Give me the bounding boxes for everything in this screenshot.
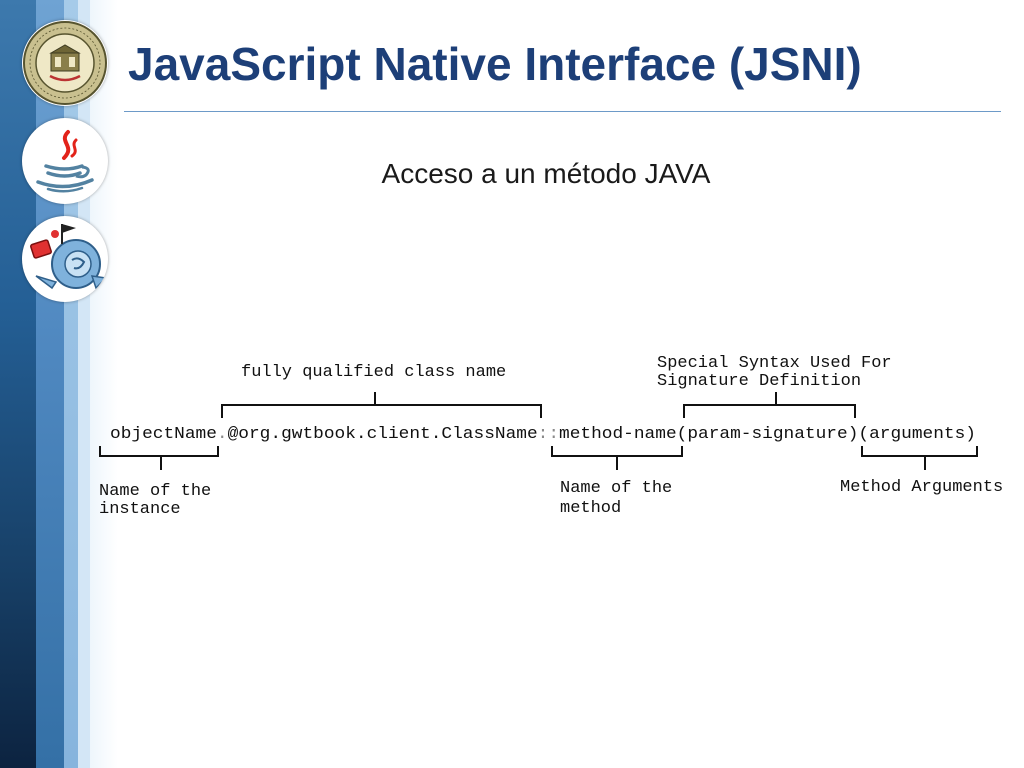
signature-double-colon: :: <box>538 425 559 444</box>
sidebar-band-fade <box>90 0 118 768</box>
signature-line: objectName.@org.gwtbook.client.ClassName… <box>110 425 976 444</box>
sidebar-band-light <box>64 0 78 768</box>
university-seal-logo <box>22 20 108 106</box>
label-special-syntax-line1: Special Syntax Used For <box>657 354 892 373</box>
sidebar-band-pale <box>78 0 90 768</box>
gwt-toolbox-icon <box>30 224 108 290</box>
signature-class-name: @org.gwtbook.client.ClassName <box>228 425 538 444</box>
label-method-line2: method <box>560 499 621 518</box>
label-method-line1: Name of the <box>560 479 672 498</box>
gwt-logo <box>22 216 108 302</box>
java-cup-icon <box>36 130 94 193</box>
decorative-sidebar <box>0 0 118 768</box>
sidebar-band-mid <box>36 0 64 768</box>
sidebar-band-dark <box>0 0 36 768</box>
signature-param-signature: (param-signature) <box>677 425 859 444</box>
method-bracket <box>551 446 683 470</box>
slide-title: JavaScript Native Interface (JSNI) <box>128 38 862 90</box>
label-method-arguments: Method Arguments <box>840 478 1003 497</box>
title-underline <box>124 111 1001 112</box>
signature-method-name: method-name <box>559 425 677 444</box>
java-logo <box>22 118 108 204</box>
university-seal-icon <box>23 21 107 105</box>
label-special-syntax-line2: Signature Definition <box>657 372 861 391</box>
slide-subtitle: Acceso a un método JAVA <box>381 158 711 189</box>
arguments-bracket <box>861 446 978 470</box>
signature-object-name: objectName <box>110 425 217 444</box>
fqcn-bracket <box>221 392 542 418</box>
special-syntax-bracket <box>683 392 856 418</box>
signature-dot: . <box>217 425 228 444</box>
signature-arguments: (arguments) <box>858 425 976 444</box>
label-fqcn: fully qualified class name <box>241 363 506 382</box>
